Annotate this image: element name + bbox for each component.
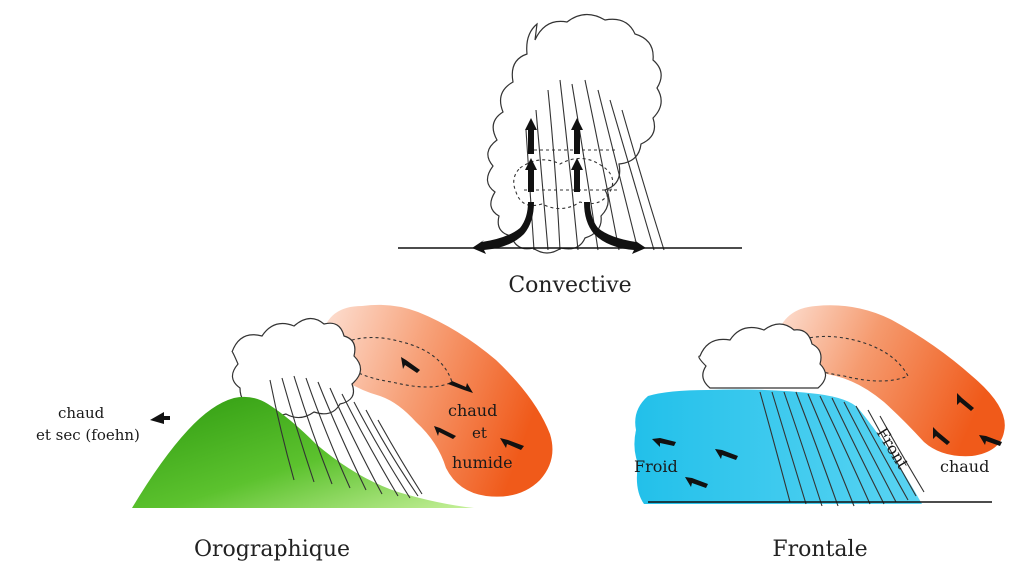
lee-label-line-2: et sec (foehn) xyxy=(36,426,140,444)
warm-label: chaud xyxy=(940,457,989,476)
warm-label-line-3: humide xyxy=(452,453,513,472)
lee-label-line-1: chaud xyxy=(58,404,105,422)
caption-frontale: Frontale xyxy=(772,537,867,562)
caption-orographique: Orographique xyxy=(194,537,350,562)
cold-label: Froid xyxy=(634,457,678,476)
orographique-panel: chaud et sec (foehn) chaud et humide Oro… xyxy=(36,305,552,562)
warm-label-line-2: et xyxy=(472,424,487,442)
convective-panel: Convective xyxy=(398,14,742,298)
caption-convective: Convective xyxy=(508,273,631,298)
frontale-panel: Froid Front chaud Frontale xyxy=(634,305,1005,562)
warm-label-line-1: chaud xyxy=(448,401,497,420)
arrow-icon xyxy=(150,412,170,424)
frontal-cloud xyxy=(699,324,826,388)
